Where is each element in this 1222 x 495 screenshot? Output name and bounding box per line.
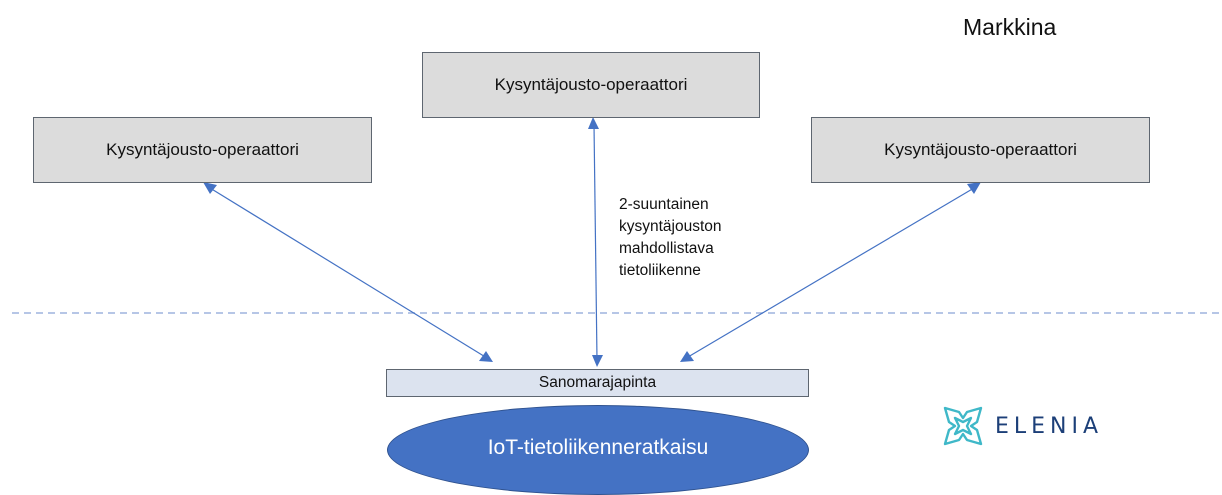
flow-annotation-line: kysyntäjouston [619,218,722,235]
arrow-center-connector [593,123,598,361]
message-interface-label: Sanomarajapinta [538,374,657,391]
market-region-label: Markkina [963,14,1057,40]
operator-box-left: Kysyntäjousto-operaattori [33,117,372,183]
arrowhead-center-bottom [592,355,603,367]
flow-annotation: 2-suuntainen kysyntäjouston mahdollistav… [619,194,722,282]
operator-box-center: Kysyntäjousto-operaattori [422,52,760,118]
flow-annotation-line: tietoliikenne [619,262,701,279]
message-interface-box: Sanomarajapinta [386,369,809,397]
arrowhead-center-top [588,117,599,129]
arrowhead-left-top [203,182,217,194]
elenia-logo: ELENIA [941,404,1103,448]
operator-label-center: Kysyntäjousto-operaattori [494,75,688,94]
arrowhead-right-bottom [680,351,694,362]
connections-layer [12,117,1222,367]
flow-annotation-line: 2-suuntainen [619,196,709,213]
operator-box-right: Kysyntäjousto-operaattori [811,117,1150,183]
arrowhead-left-bottom [479,351,493,362]
elenia-logo-icon [943,406,983,446]
arrow-left-connector [209,187,488,359]
arrowhead-right-top [967,182,981,194]
arrow-right-connector [687,187,975,358]
operator-label-left: Kysyntäjousto-operaattori [106,140,299,159]
iot-solution-label: IoT-tietoliikenneratkaisu [487,436,709,459]
elenia-logo-text: ELENIA [995,413,1104,439]
flow-annotation-line: mahdollistava [619,240,714,257]
operator-label-right: Kysyntäjousto-operaattori [884,140,1077,159]
